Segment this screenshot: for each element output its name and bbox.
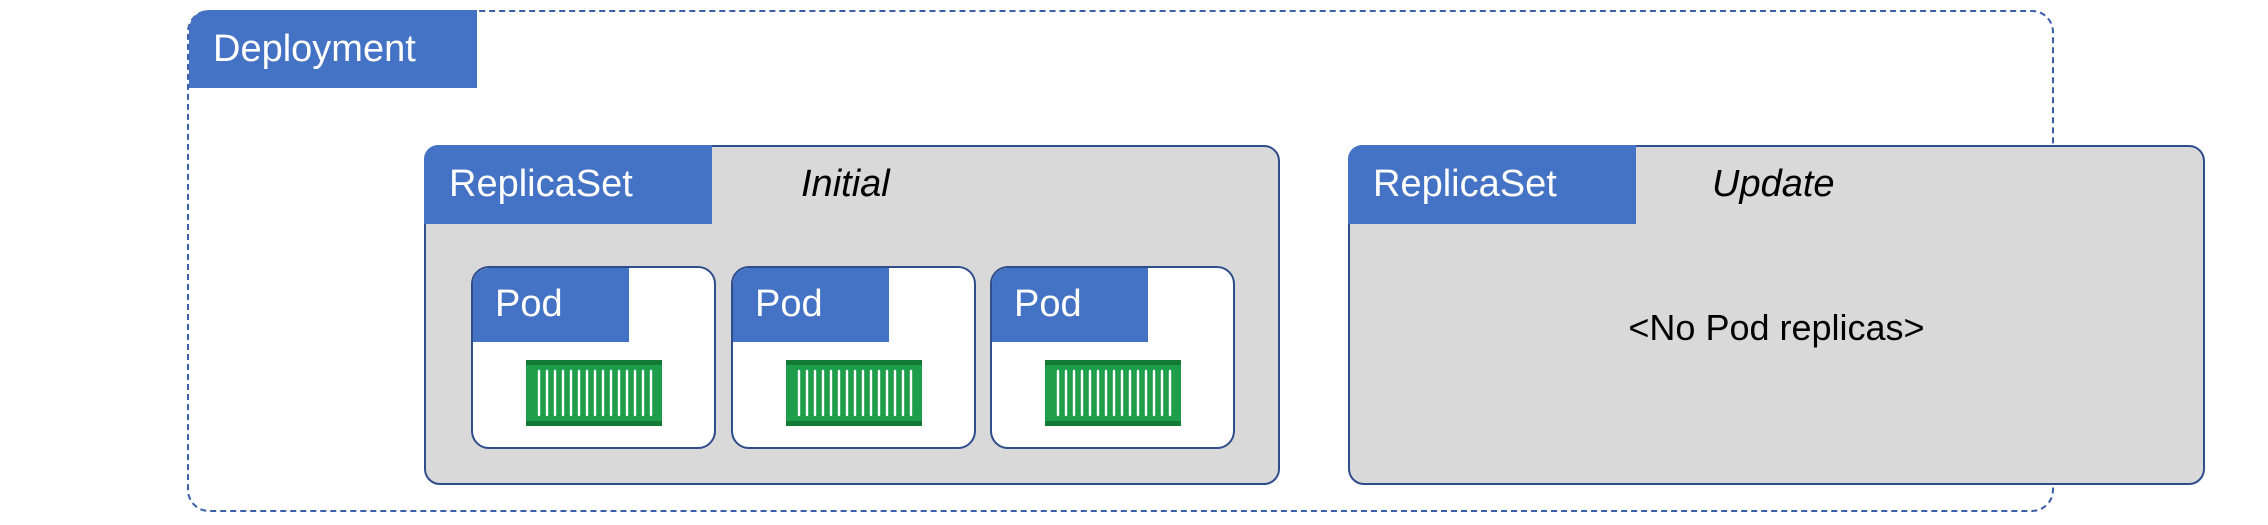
replicaset-note-initial: Initial xyxy=(801,163,890,205)
pod-label: Pod xyxy=(733,268,889,342)
container-icon xyxy=(526,360,662,426)
deployment-label: Deployment xyxy=(189,10,477,88)
replicaset-label: ReplicaSet xyxy=(424,145,712,224)
pod-card: Pod xyxy=(731,266,976,449)
replicaset-update: ReplicaSet Update <No Pod replicas> xyxy=(1348,145,2205,485)
replicaset-initial: ReplicaSet Initial Pod xyxy=(424,145,1280,485)
no-pod-replicas-text: <No Pod replicas> xyxy=(1628,307,1925,348)
container-icon xyxy=(1045,360,1181,426)
deployment-frame: Deployment ReplicaSet Initial Pod xyxy=(187,10,2205,512)
pod-card: Pod xyxy=(990,266,1235,449)
replicaset-label: ReplicaSet xyxy=(1348,145,1636,224)
container-icon xyxy=(786,360,922,426)
pod-label: Pod xyxy=(992,268,1148,342)
pod-card: Pod xyxy=(471,266,716,449)
replicaset-note-update: Update xyxy=(1712,163,1835,205)
pod-label: Pod xyxy=(473,268,629,342)
